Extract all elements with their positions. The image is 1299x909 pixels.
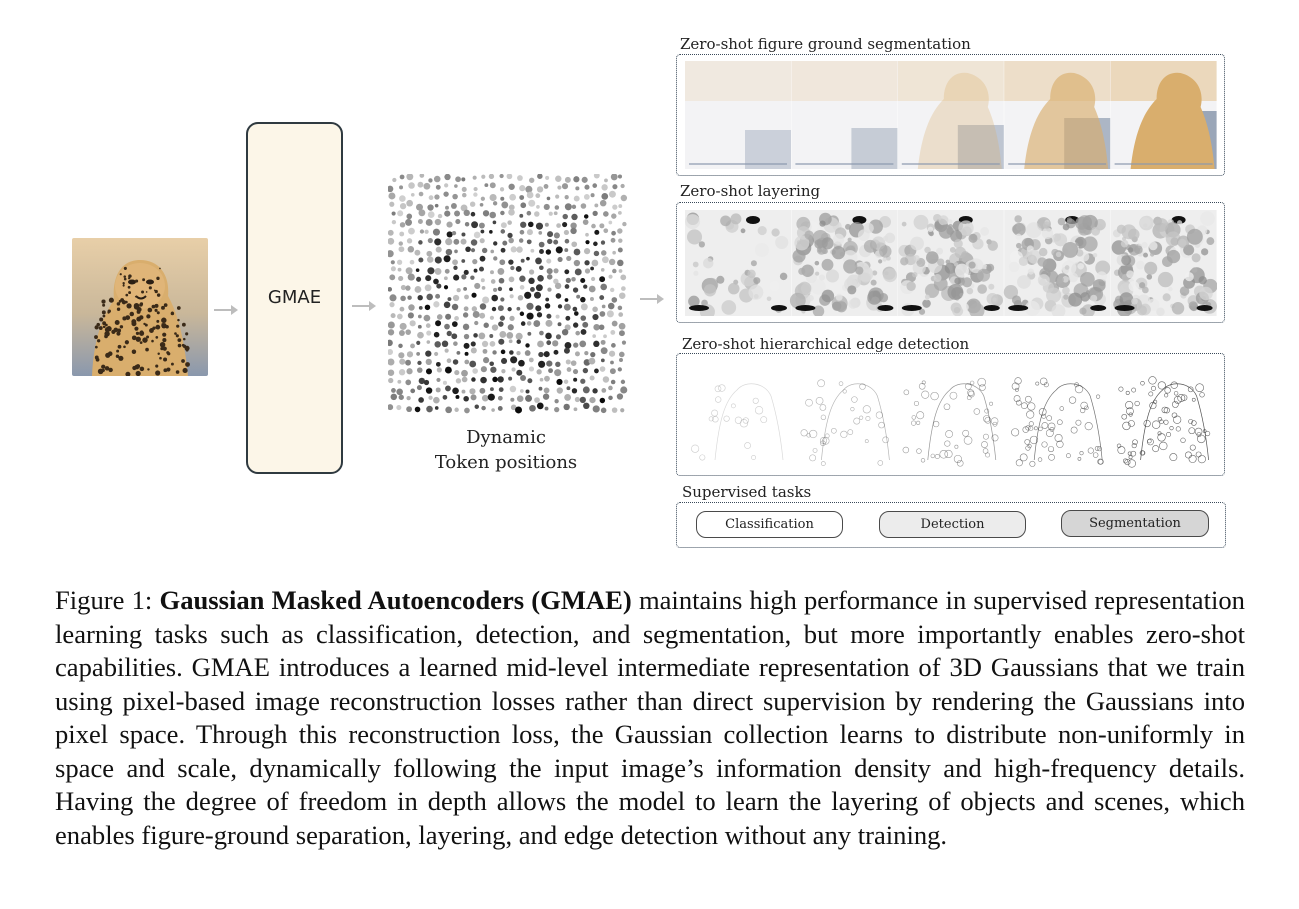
- layering-images: [685, 210, 1217, 316]
- token-caption: Dynamic Token positions: [420, 425, 592, 475]
- detection-pill: Detection: [879, 511, 1026, 538]
- layering-frame: [676, 202, 1225, 323]
- caption-text: maintains high performance in supervised…: [55, 585, 1245, 850]
- arrow-right-icon: [214, 305, 238, 315]
- edge-title: Zero-shot hierarchical edge detection: [682, 335, 970, 353]
- segmentation-pill: Segmentation: [1061, 510, 1209, 537]
- layering-title: Zero-shot layering: [680, 182, 821, 200]
- cheetah-photo: [72, 238, 208, 376]
- classification-pill: Classification: [696, 511, 843, 538]
- supervised-frame: Classification Detection Segmentation: [676, 502, 1226, 548]
- edge-images: [685, 360, 1217, 470]
- segmentation-strip: [685, 61, 1217, 169]
- encoder-label: GMAE: [267, 287, 322, 308]
- edge-frame: [676, 353, 1225, 476]
- figure-caption: Figure 1: Gaussian Masked Autoencoders (…: [55, 584, 1245, 852]
- caption-bold-title: Gaussian Masked Autoencoders (GMAE): [159, 585, 632, 615]
- segmentation-images: [685, 61, 1217, 169]
- segmentation-frame: [676, 54, 1225, 176]
- token-positions-plot: [386, 172, 630, 416]
- arrow-right-icon: [640, 294, 664, 304]
- cheetah-photo-drawing: [72, 238, 208, 376]
- gmae-encoder-box: GMAE: [246, 122, 343, 474]
- token-caption-line2: Token positions: [434, 452, 578, 473]
- arrow-right-icon: [352, 301, 376, 311]
- token-caption-line1: Dynamic: [466, 427, 546, 448]
- figure-1: GMAE Dynamic Token positions Zero-shot f…: [72, 35, 1226, 548]
- edge-strip: [685, 360, 1217, 470]
- caption-label: Figure 1:: [55, 585, 153, 615]
- token-dots: [386, 172, 628, 414]
- layering-strip: [685, 210, 1217, 316]
- segmentation-title: Zero-shot figure ground segmentation: [680, 35, 971, 53]
- supervised-title: Supervised tasks: [682, 483, 812, 501]
